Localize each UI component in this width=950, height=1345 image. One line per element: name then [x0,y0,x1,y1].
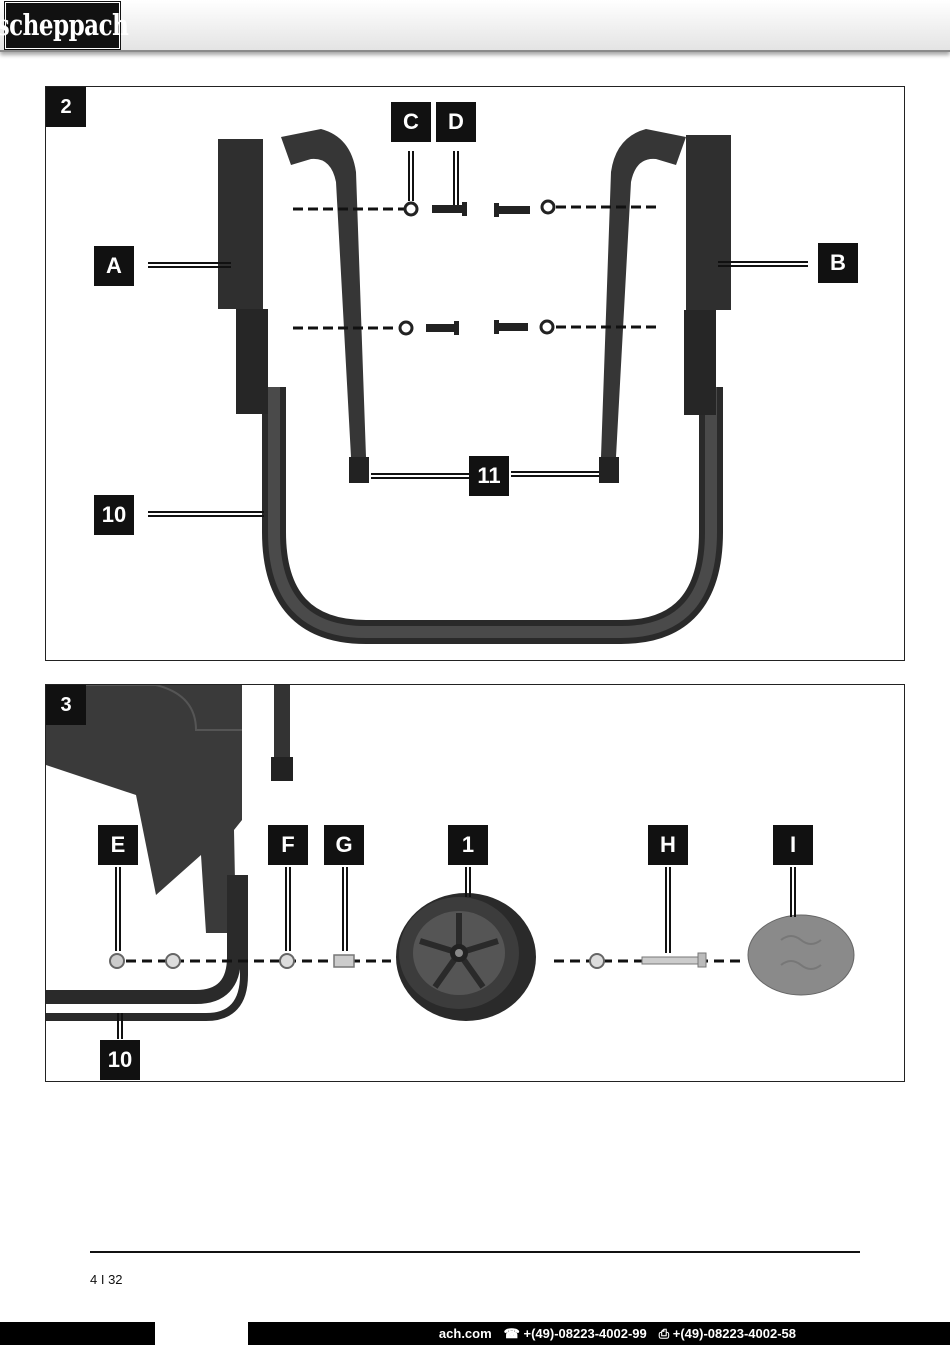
label-part-11: 11 [469,456,509,496]
figure-3: 3 E F G 1 H I 10 [45,684,905,1082]
label-f: F [268,825,308,865]
label-part-10: 10 [100,1040,140,1080]
label-g: G [324,825,364,865]
footer-contact: ach.com ☎ +(49)-08223-4002-99 ⎙ +(49)-08… [248,1322,950,1345]
frame-column-b [686,135,731,310]
leg-left [281,129,366,457]
washer-c [403,201,419,217]
figure-number: 2 [46,87,86,127]
leg [274,685,290,757]
screw-d [432,205,464,213]
bushing-g [333,954,355,968]
fax-icon: ⎙ [658,1325,670,1341]
frame-column-a [218,139,263,309]
scheppach-logo: scheppach [0,1,129,50]
footer-rule [90,1251,860,1253]
u-frame-10 [46,875,241,1004]
fax-number: +(49)-08223-4002-58 [672,1325,796,1341]
label-d: D [436,102,476,142]
figure-number: 3 [46,685,86,725]
footer-bar: ach.com ☎ +(49)-08223-4002-99 ⎙ +(49)-08… [0,1322,950,1345]
page-header: scheppach [0,0,950,52]
u-frame-10 [262,387,723,644]
label-i: I [773,825,813,865]
footer-phone: ☎ +(49)-08223-4002-99 [504,1326,647,1342]
hub-cap-i [747,914,855,996]
leg-right [601,129,686,457]
axle-bolt-h [641,956,703,965]
figure-3-illustration [46,685,855,1039]
frame-body [46,685,242,933]
phone-icon: ☎ [503,1325,520,1341]
footer-block [0,1322,155,1345]
footer-web[interactable]: ach.com [438,1326,492,1341]
phone-number: +(49)-08223-4002-99 [523,1325,647,1341]
label-h: H [648,825,688,865]
figure-2: 2 A B C D 10 11 [45,86,905,661]
page-number: 4 I 32 [90,1272,123,1287]
footer-fax: ⎙ +(49)-08223-4002-58 [659,1326,796,1342]
label-b: B [818,243,858,283]
label-e: E [98,825,138,865]
label-c: C [391,102,431,142]
washer-f [279,953,295,969]
label-part-1: 1 [448,825,488,865]
label-a: A [94,246,134,286]
label-part-10: 10 [94,495,134,535]
logo-text: scheppach [0,8,129,43]
figure-2-illustration [148,129,808,644]
nut-e [109,953,125,969]
